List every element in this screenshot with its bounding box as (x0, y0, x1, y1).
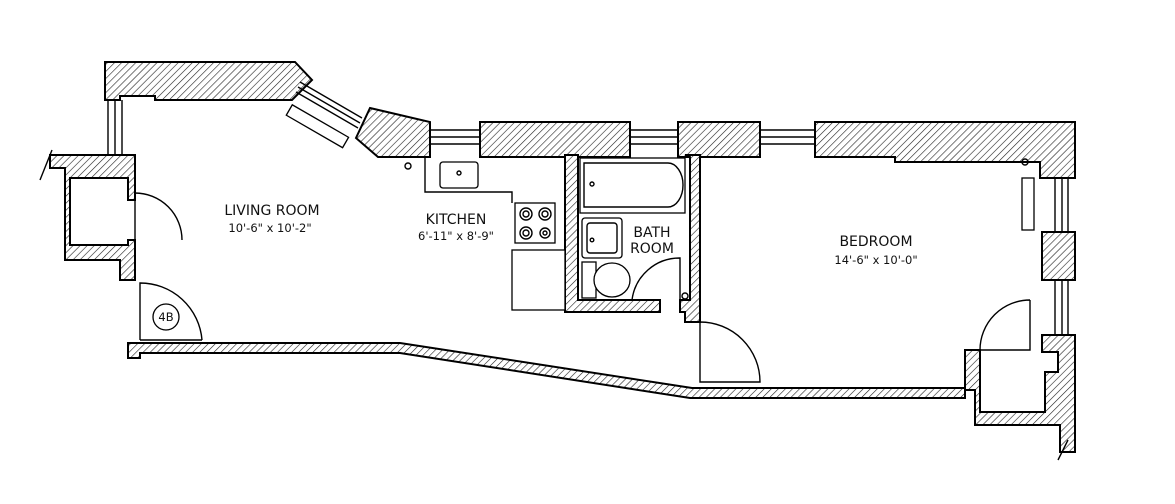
toilet-bowl (593, 262, 631, 298)
exterior-walls (49, 61, 1076, 453)
burners (519, 207, 552, 240)
unit-tag: 4B (152, 303, 180, 331)
kitchen-label: KITCHEN (426, 212, 487, 228)
bath-sink (581, 217, 623, 259)
interior-walls (564, 154, 701, 323)
bedroom-label: BEDROOM (839, 234, 912, 250)
unit-tag-label: 4B (158, 310, 173, 324)
kitchen-dimensions: 6'-11" x 8'-9" (418, 229, 494, 243)
kitchen-counter (424, 157, 513, 203)
bathtub (579, 157, 686, 214)
bathroom-label-line1: BATH (633, 225, 670, 241)
bedroom-radiator (1021, 177, 1035, 231)
bedroom-dimensions: 14'-6" x 10'-0" (834, 253, 917, 267)
doors (134, 192, 1031, 383)
living-room-dimensions: 10'-6" x 10'-2" (228, 221, 311, 235)
refrigerator (511, 249, 566, 311)
windows (39, 81, 1069, 461)
radiator (285, 103, 350, 149)
fixtures (404, 157, 1035, 311)
living-room-label: LIVING ROOM (224, 203, 319, 219)
bathroom-label-line2: ROOM (630, 241, 674, 257)
